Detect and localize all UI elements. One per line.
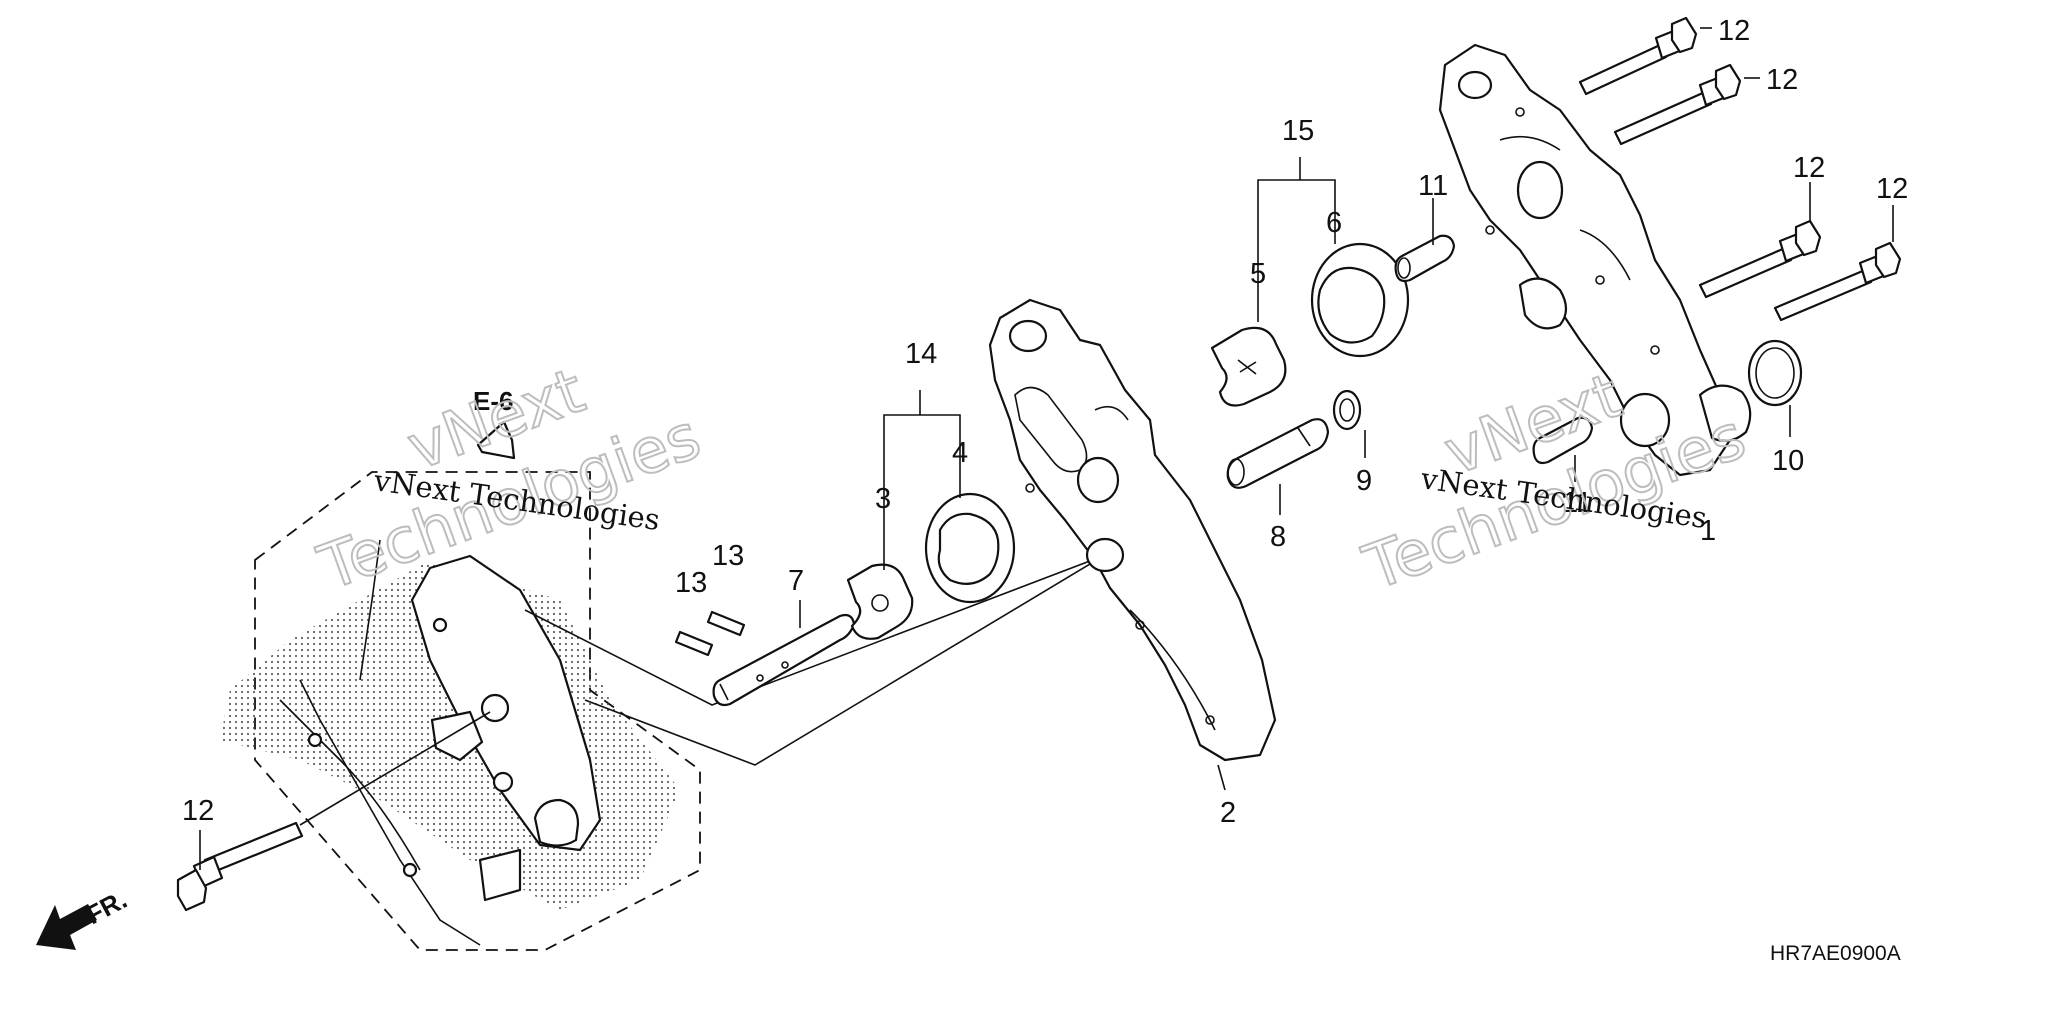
bolt-head bbox=[176, 868, 208, 912]
callout-12d: 12 bbox=[1876, 173, 1908, 205]
callout-7: 7 bbox=[788, 565, 804, 597]
callout-1: 1 bbox=[1700, 515, 1716, 547]
callout-9: 9 bbox=[1356, 465, 1372, 497]
bolt-right-2 bbox=[1773, 241, 1902, 322]
o-ring-10 bbox=[1747, 339, 1803, 407]
shaft-slot bbox=[719, 683, 729, 701]
crankcase-edge bbox=[279, 539, 421, 871]
callout-8: 8 bbox=[1270, 521, 1286, 553]
crankcase-hole-1 bbox=[307, 732, 323, 748]
callout-15: 15 bbox=[1282, 115, 1314, 147]
bolt-lower-left bbox=[176, 821, 304, 912]
driven-shaft-8 bbox=[1226, 418, 1330, 489]
callout-5: 5 bbox=[1250, 258, 1266, 290]
washer-9 bbox=[1332, 389, 1362, 431]
outer-rotor-6 bbox=[1310, 242, 1410, 358]
front-arrow-icon bbox=[36, 904, 97, 950]
callout-11b: 11 bbox=[1562, 487, 1592, 519]
callout-12c: 12 bbox=[1793, 152, 1825, 184]
pump-body-plate bbox=[988, 298, 1277, 762]
outer-rotor-4 bbox=[924, 492, 1016, 604]
callout-13b: 13 bbox=[712, 540, 744, 572]
callout-11a: 11 bbox=[1418, 170, 1448, 202]
inner-rotor-3 bbox=[846, 563, 914, 640]
callout-4: 4 bbox=[952, 437, 968, 469]
crankcase-boss bbox=[533, 798, 580, 847]
guide-line-bolt bbox=[299, 711, 491, 826]
dowel-pin-13b bbox=[706, 610, 746, 637]
crankcase-foot bbox=[478, 848, 522, 902]
reference-label: E-6 bbox=[473, 386, 513, 416]
bolt-shank bbox=[203, 821, 304, 875]
reference-marker: E-6 bbox=[473, 386, 516, 460]
inner-rotor-5 bbox=[1210, 326, 1287, 407]
collar-11a bbox=[1394, 234, 1456, 283]
crankcase-flange bbox=[299, 679, 481, 946]
dowel-pin-13a bbox=[674, 630, 714, 657]
crankcase-hole-3 bbox=[432, 617, 448, 633]
callout-12a: 12 bbox=[1718, 15, 1750, 47]
shaft-hole-2 bbox=[781, 661, 789, 669]
crankcase-hole-2 bbox=[402, 862, 418, 878]
callout-12b: 12 bbox=[1766, 64, 1798, 96]
collar-11b bbox=[1532, 416, 1594, 465]
callout-6: 6 bbox=[1326, 207, 1342, 239]
crankcase-bore bbox=[480, 693, 510, 723]
callout-2: 2 bbox=[1220, 797, 1236, 829]
guide-line-upper bbox=[524, 539, 1146, 706]
callout-labels: 1 2 3 4 5 6 7 8 9 10 11 11 12 12 12 12 1… bbox=[182, 15, 1908, 829]
bolt-upper-1 bbox=[1578, 16, 1698, 96]
callout-3: 3 bbox=[875, 483, 891, 515]
callout-14: 14 bbox=[905, 338, 937, 370]
guide-line-lower bbox=[584, 527, 1151, 766]
diagram-code: HR7AE0900A bbox=[1770, 942, 1901, 965]
callout-12e: 12 bbox=[182, 795, 214, 827]
shaft-body bbox=[712, 613, 856, 707]
shaft-hole-1 bbox=[756, 674, 764, 682]
pump-cover bbox=[1438, 43, 1752, 477]
leader-lines bbox=[199, 27, 1894, 870]
bolt-upper-2 bbox=[1613, 63, 1742, 146]
watermark-left: vNext Technologies vNext Technologies bbox=[308, 353, 710, 606]
pump-shaft bbox=[712, 613, 856, 707]
crankcase-dowel bbox=[492, 771, 514, 793]
crankcase-dashed-outline bbox=[254, 471, 701, 951]
bolt-right-1 bbox=[1698, 219, 1822, 299]
callout-13a: 13 bbox=[675, 567, 707, 599]
reference-arrow-icon bbox=[476, 420, 516, 460]
callout-10: 10 bbox=[1772, 445, 1804, 477]
front-direction-indicator: FR. bbox=[36, 884, 132, 950]
